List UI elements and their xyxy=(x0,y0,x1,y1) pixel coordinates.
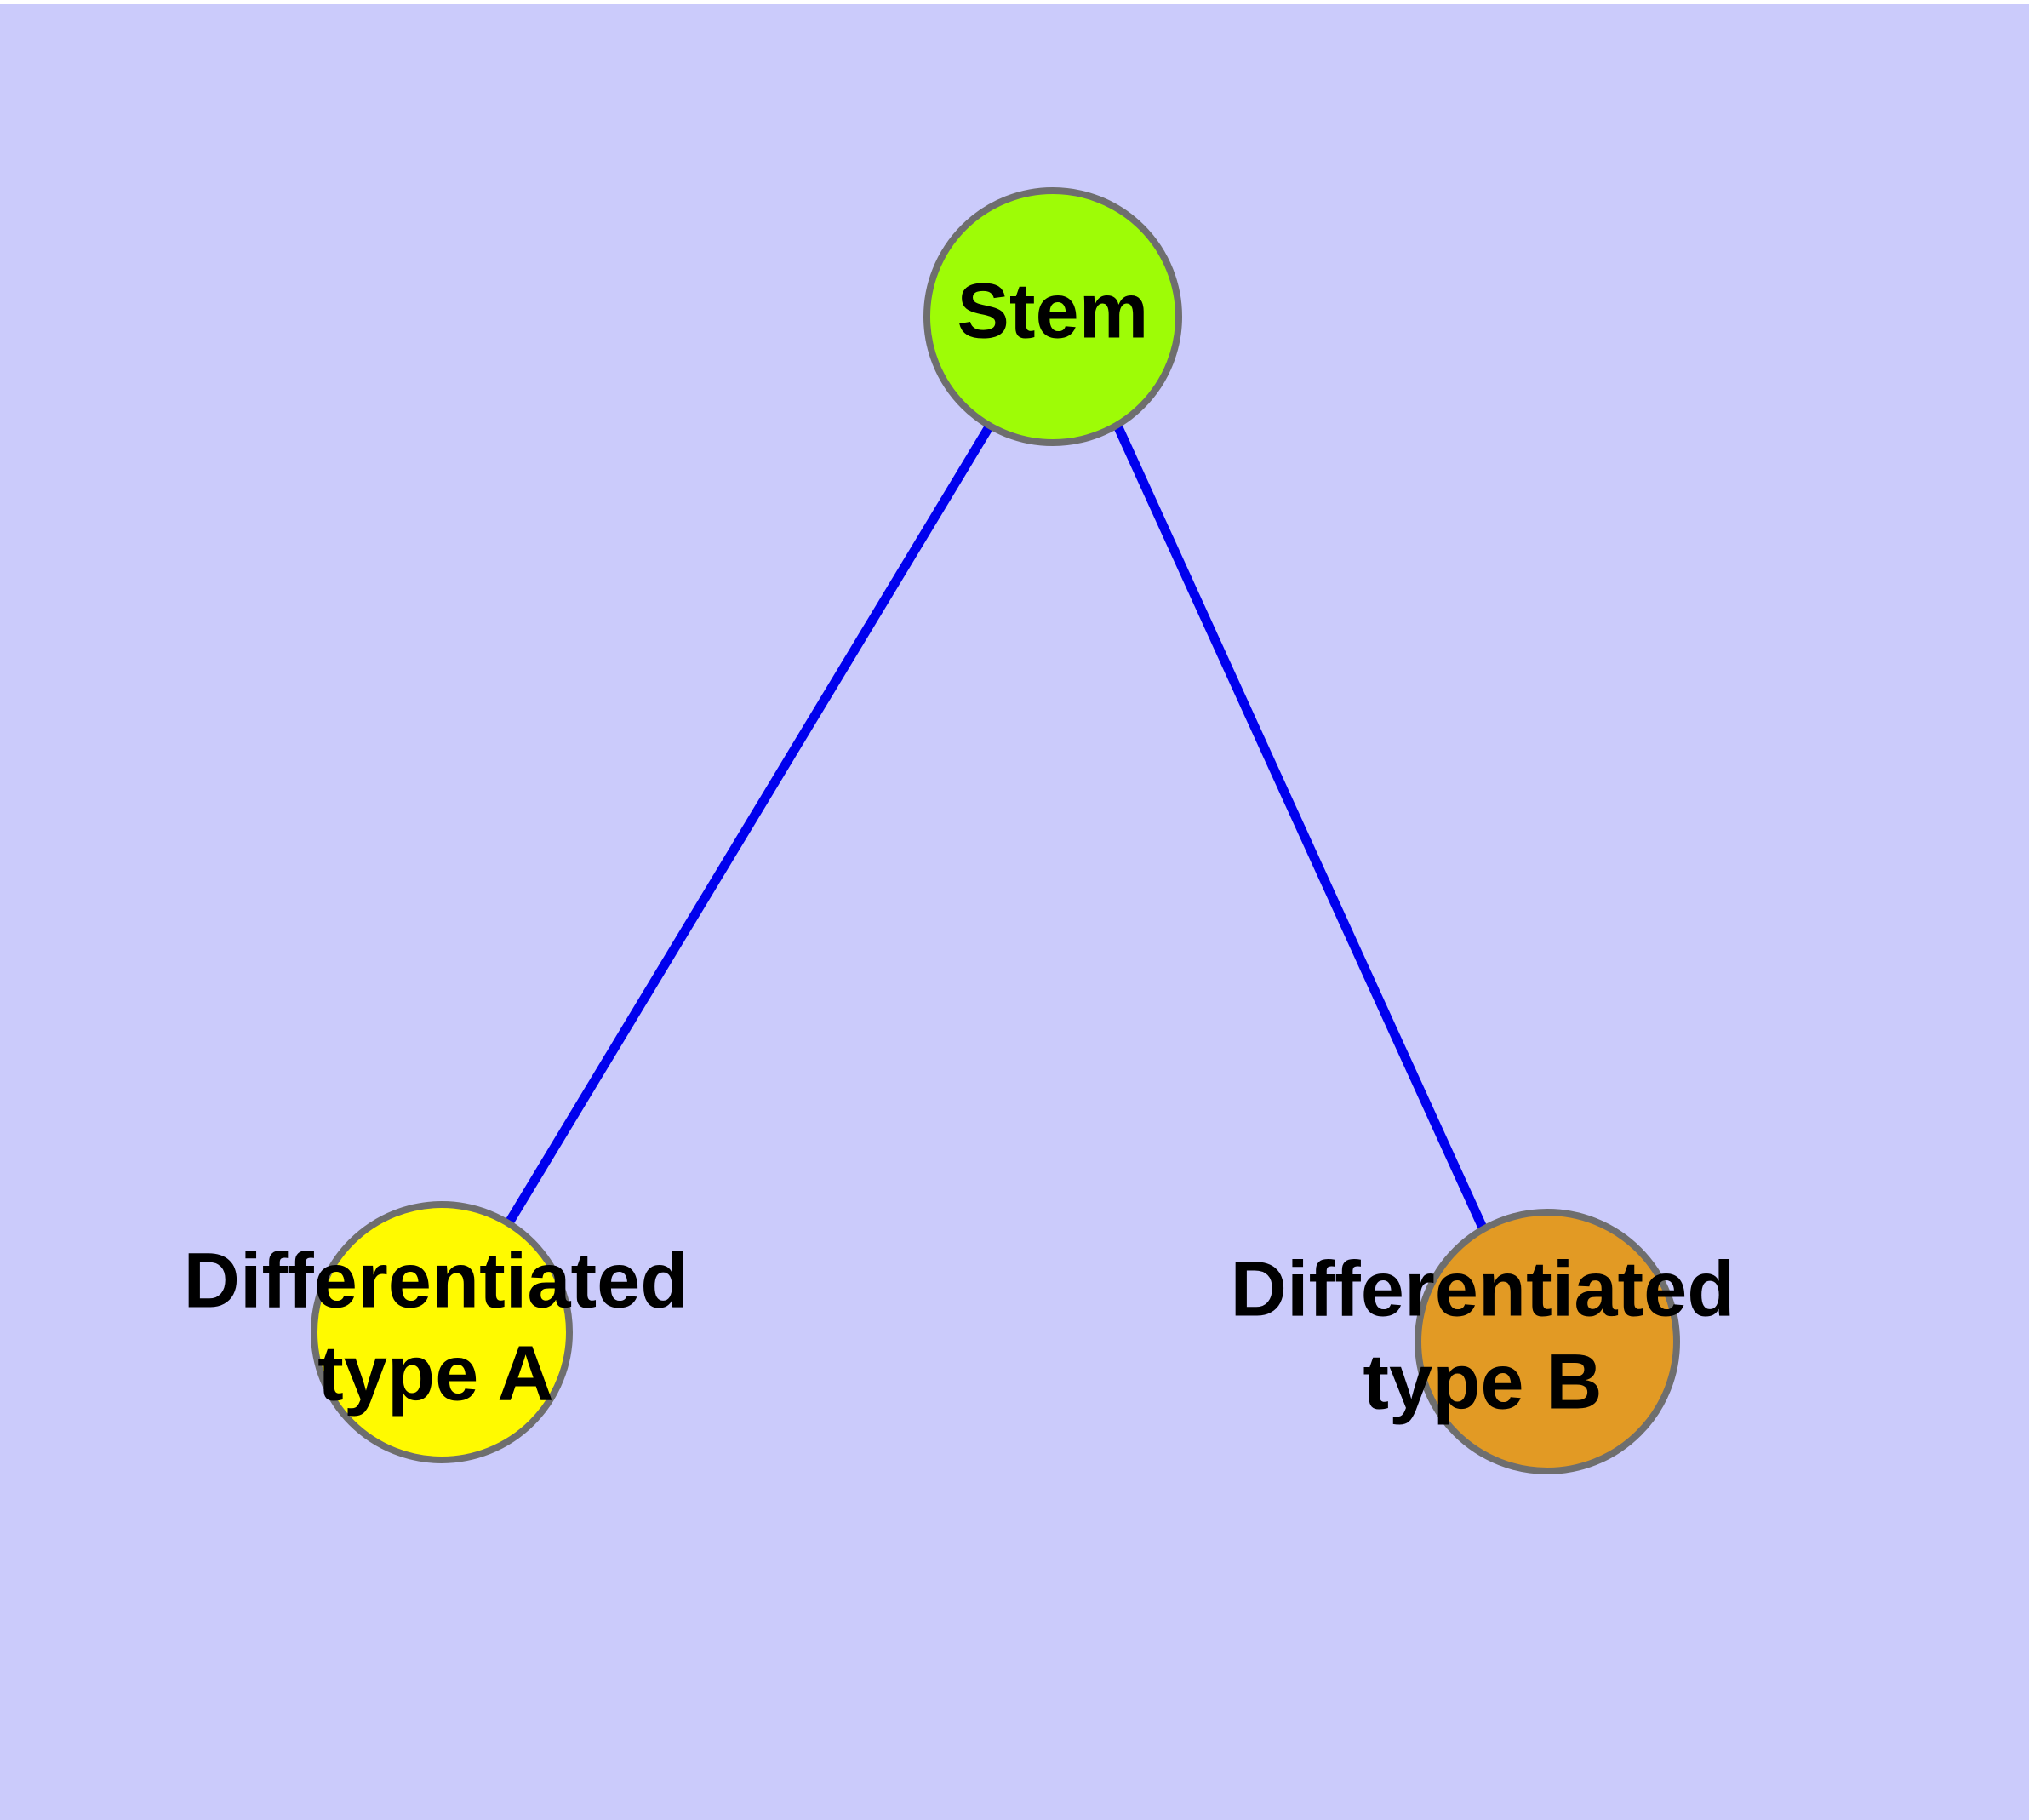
node-differentiated-a-label-line2: type A xyxy=(317,1330,554,1417)
node-differentiated-b[interactable]: Differentiated type B xyxy=(1231,1209,1735,1474)
node-differentiated-b-label-line2: type B xyxy=(1363,1338,1602,1425)
edge-stem-to-differentiated-b[interactable] xyxy=(1112,423,1488,1230)
node-stem-label: Stem xyxy=(957,267,1149,354)
edge-stem-to-differentiated-a[interactable] xyxy=(504,423,994,1227)
node-differentiated-a[interactable]: Differentiated type A xyxy=(184,1201,689,1463)
node-stem[interactable]: Stem xyxy=(923,187,1182,446)
edges-group xyxy=(504,423,1488,1230)
node-stem-circle[interactable] xyxy=(923,187,1182,446)
node-differentiated-a-circle[interactable] xyxy=(311,1201,573,1463)
node-differentiated-b-label-line1: Differentiated xyxy=(1231,1245,1735,1332)
node-differentiated-a-label-line1: Differentiated xyxy=(184,1237,689,1324)
node-differentiated-b-circle[interactable] xyxy=(1415,1209,1680,1474)
